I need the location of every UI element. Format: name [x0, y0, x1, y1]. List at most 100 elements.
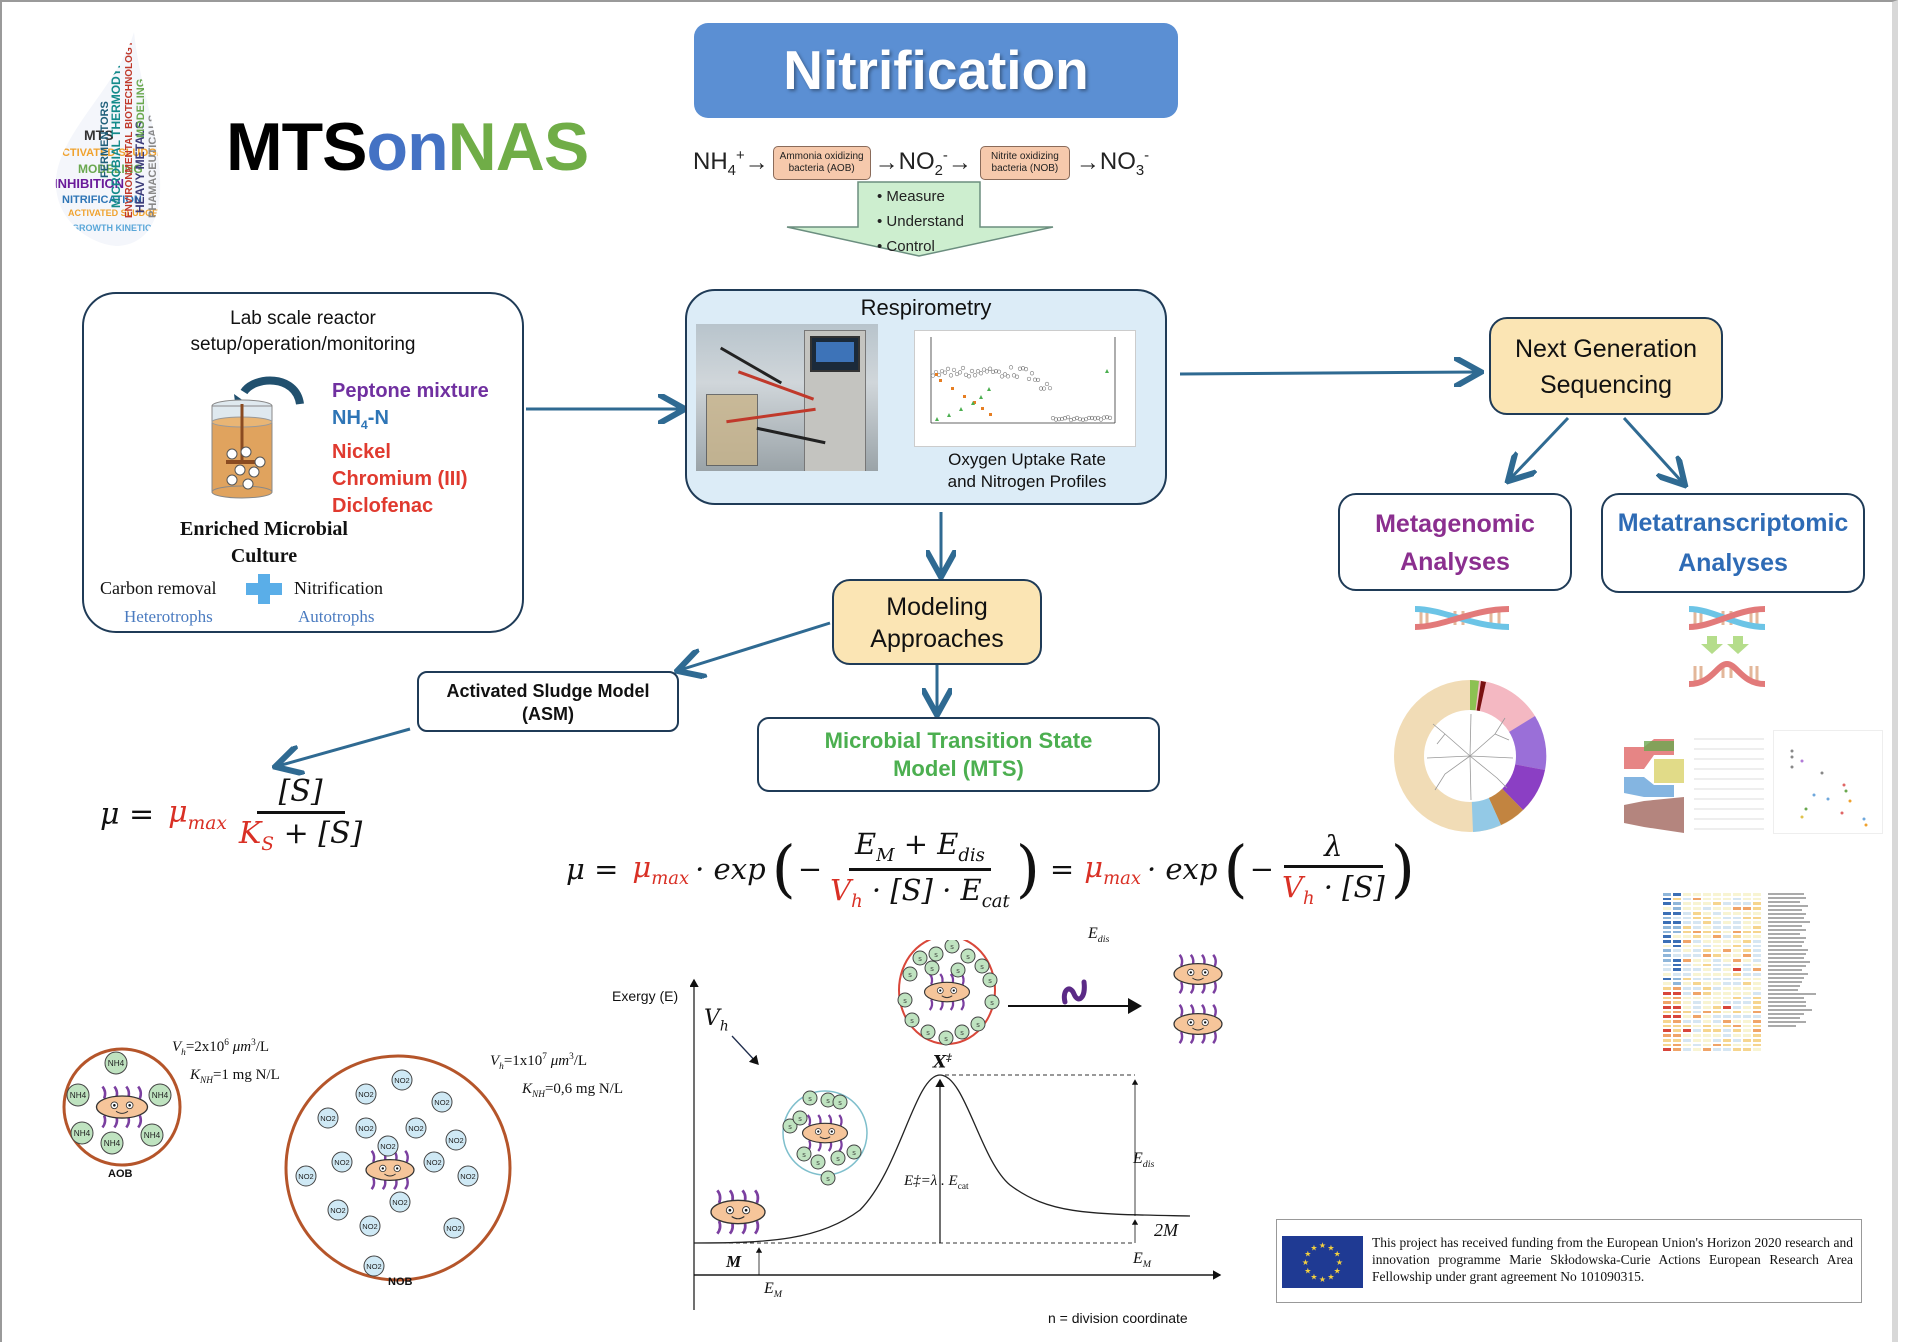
- no2-molecule-icon: NO2: [405, 1117, 427, 1139]
- substrate-diclofenac: Diclofenac: [332, 495, 434, 517]
- heatmap-cell: [1722, 962, 1732, 968]
- heatmap-cell: [1722, 1014, 1732, 1020]
- no2-molecule-icon: NO2: [295, 1165, 317, 1187]
- heatmap-cell: [1722, 1023, 1732, 1029]
- arrow-asm-to-equation: [278, 727, 411, 766]
- heatmap-cell: [1662, 906, 1672, 911]
- heatmap-cell: [1702, 929, 1712, 935]
- reaction-arrow: →: [744, 149, 769, 176]
- heatmap-cell: [1662, 943, 1672, 949]
- substrate-molecule-icon: S: [830, 1150, 846, 1166]
- heatmap-cell: [1682, 1028, 1692, 1034]
- svg-text:NO2: NO2: [330, 1206, 345, 1215]
- heatmap-cell: [1672, 948, 1682, 954]
- heatmap-cell: [1742, 957, 1752, 963]
- asm-box: Activated Sludge Model (ASM): [417, 671, 679, 732]
- ngs-box: Next Generation Sequencing: [1489, 317, 1723, 415]
- heatmap-cell: [1742, 1047, 1752, 1052]
- heatmap-cell: [1732, 901, 1742, 907]
- heatmap-cell: [1672, 915, 1682, 921]
- heatmap-cell: [1722, 976, 1732, 982]
- heatmap-cell: [1712, 981, 1722, 987]
- heatmap-cell: [1722, 896, 1732, 902]
- svg-text:HEAVY METALS: HEAVY METALS: [133, 121, 147, 213]
- svg-text:NO2: NO2: [460, 1172, 475, 1181]
- heatmap-cell: [1682, 976, 1692, 982]
- vh-arrow: [731, 1035, 759, 1065]
- nh4-point: [951, 387, 954, 390]
- asm-monod-equation: μ = μmax [S] KS + [S]: [100, 774, 368, 855]
- heatmap-cell: [1662, 948, 1672, 954]
- heatmap-cell: [1742, 1009, 1752, 1015]
- heatmap-cell: [1742, 953, 1752, 958]
- heatmap-cell: [1672, 1037, 1682, 1043]
- our-point: [1107, 415, 1113, 420]
- svg-text:NO2: NO2: [380, 1142, 395, 1151]
- heatmap-cell: [1672, 934, 1682, 940]
- heatmap-cell: [1722, 892, 1732, 897]
- eu-flag-icon: ★★★★★★★★★★★★: [1282, 1236, 1363, 1288]
- heatmap-cell: [1662, 915, 1672, 921]
- bacterium-substrate-uptake-icon: [801, 1114, 849, 1152]
- division-axis-label: n = division coordinate: [1048, 1310, 1188, 1326]
- heatmap-cell: [1732, 915, 1742, 921]
- heatmap-cell: [1742, 934, 1752, 940]
- heatmap-cell: [1732, 1000, 1742, 1005]
- exergy-axis-label: Exergy (E): [612, 988, 679, 1004]
- our-point: [1002, 372, 1008, 377]
- heatmap-cell: [1702, 981, 1712, 987]
- nh4-point: [963, 395, 966, 398]
- funding-acknowledgement: ★★★★★★★★★★★★ This project has received f…: [1276, 1219, 1862, 1303]
- our-point: [1080, 417, 1086, 422]
- our-point: [990, 369, 996, 374]
- heatmap-cell: [1712, 1033, 1722, 1038]
- svg-text:S: S: [816, 1161, 820, 1167]
- heatmap-cell: [1732, 910, 1742, 916]
- culture-line2: Culture: [230, 545, 298, 567]
- heatmap-cell: [1662, 981, 1672, 987]
- heatmap-cell: [1662, 910, 1672, 916]
- our-point: [1092, 416, 1098, 421]
- heatmap-cell: [1692, 1037, 1702, 1043]
- heatmap-cell: [1702, 1000, 1712, 1005]
- svg-text:NO2: NO2: [358, 1124, 373, 1133]
- heatmap-cell: [1752, 976, 1762, 982]
- heatmap-cell: [1752, 995, 1762, 1001]
- heatmap-cell: [1712, 1023, 1722, 1029]
- heatmap-cell: [1722, 1042, 1732, 1048]
- heatmap-cell: [1702, 920, 1712, 925]
- heatmap-cell: [1722, 1047, 1732, 1052]
- heatmap-cell: [1722, 1000, 1732, 1005]
- heatmap-cell: [1722, 1028, 1732, 1034]
- down-arrow-icon: [786, 181, 1054, 257]
- heatmap-cell: [1732, 939, 1742, 944]
- respirometry-caption-line1: Oxygen Uptake Rate: [948, 450, 1106, 469]
- svg-text:S: S: [960, 1031, 964, 1037]
- heatmap-cell: [1702, 901, 1712, 907]
- svg-text:S: S: [930, 967, 934, 973]
- substrate-molecule-icon: S: [820, 1170, 836, 1186]
- heatmap-cell: [1672, 920, 1682, 925]
- heatmap-cell: [1682, 1000, 1692, 1005]
- heatmap-cell: [1722, 948, 1732, 954]
- heatmap-cell: [1672, 1009, 1682, 1015]
- edis-label-top: Edis: [1088, 925, 1110, 946]
- heatmap-cell: [1682, 901, 1692, 907]
- svg-text:S: S: [838, 1101, 842, 1107]
- heatmap-cell: [1692, 948, 1702, 954]
- substrate-molecule-icon: S: [970, 1016, 986, 1032]
- heatmap-cell: [1702, 934, 1712, 940]
- heatmap-cell: [1752, 934, 1762, 940]
- heatmap-cell: [1732, 1037, 1742, 1043]
- our-point: [1017, 366, 1023, 371]
- heatmap-cell: [1682, 1019, 1692, 1024]
- heatmap-cell: [1722, 1019, 1732, 1024]
- heatmap-cell: [1692, 972, 1702, 977]
- our-point: [1029, 371, 1035, 376]
- heatmap-cell: [1742, 972, 1752, 977]
- respirometer-photo: [696, 324, 878, 471]
- no2-molecule-icon: NO2: [331, 1151, 353, 1173]
- heatmap-cell: [1702, 910, 1712, 916]
- our-point: [1065, 415, 1071, 420]
- heatmap-cell: [1712, 957, 1722, 963]
